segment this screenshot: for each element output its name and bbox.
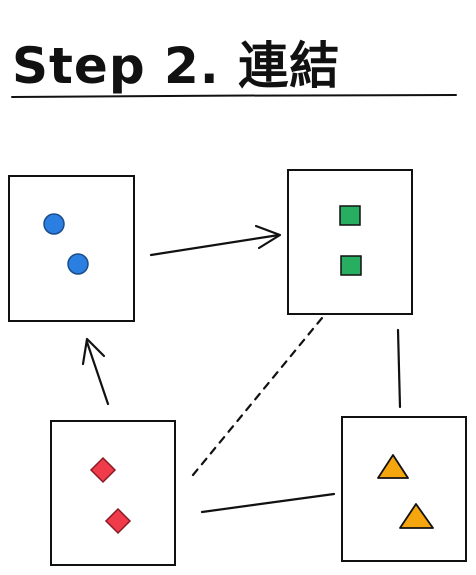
edge-squares-triangles bbox=[396, 328, 402, 409]
node-box-diamonds bbox=[50, 420, 176, 566]
square-icon bbox=[340, 255, 362, 276]
node-box-squares bbox=[287, 169, 413, 315]
diamond-icon-group bbox=[89, 456, 132, 535]
arrowhead-icon bbox=[254, 224, 282, 250]
page-title: Step 2. 連結 bbox=[12, 37, 341, 95]
edges bbox=[81, 224, 402, 514]
title-underline bbox=[11, 94, 457, 98]
edge-circles-to-squares bbox=[149, 233, 281, 257]
node-box-triangles bbox=[341, 416, 467, 562]
triangle-icon bbox=[377, 454, 409, 479]
edge-diamonds-squares-dashed bbox=[191, 316, 324, 477]
circle-icon bbox=[67, 253, 89, 275]
title-area: Step 2. 連結 bbox=[12, 22, 472, 102]
diamond-icon bbox=[104, 507, 132, 535]
edge-diamonds-to-circles bbox=[85, 340, 110, 406]
triangle-icon-group bbox=[377, 454, 434, 529]
circle-icon-group bbox=[43, 213, 89, 275]
triangle-icon bbox=[399, 503, 434, 529]
arrowhead-icon bbox=[81, 337, 106, 366]
square-icon bbox=[339, 205, 361, 226]
edge-diamonds-triangles bbox=[200, 492, 336, 514]
square-icon-group bbox=[339, 205, 362, 276]
diamond-icon bbox=[89, 456, 117, 484]
circle-icon bbox=[43, 213, 65, 235]
node-box-circles bbox=[8, 175, 135, 322]
